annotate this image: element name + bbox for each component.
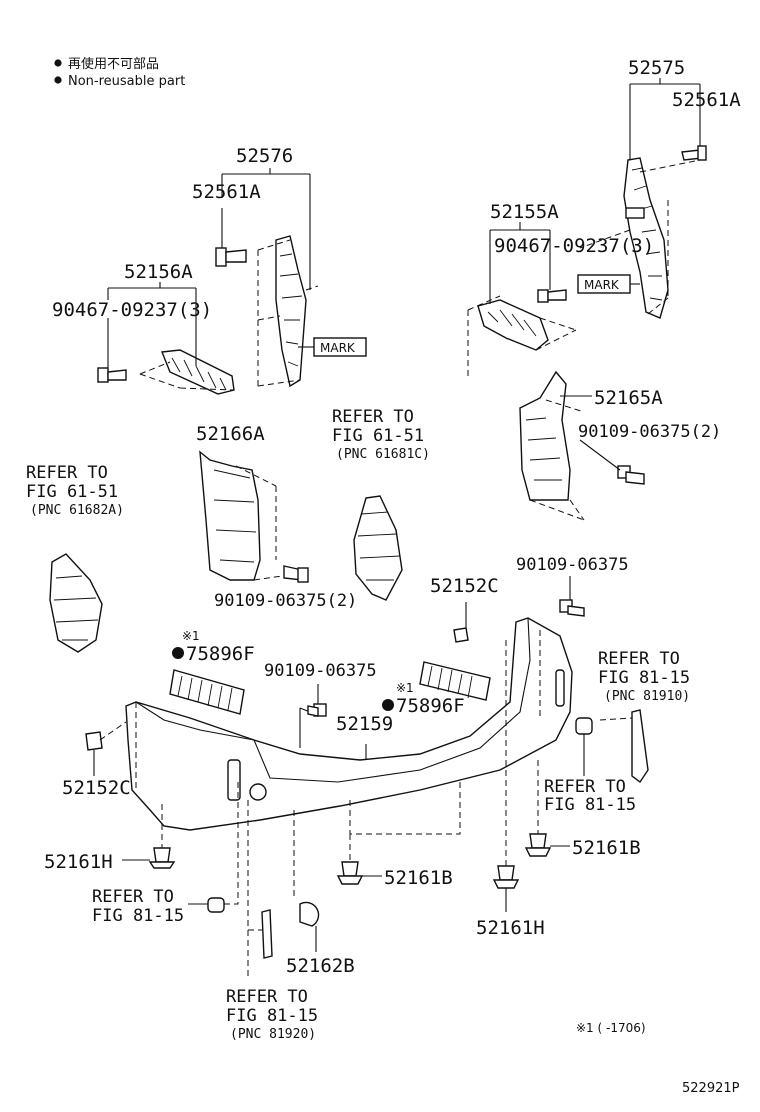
label-52156A: 52156A xyxy=(124,261,193,283)
part-ref-81920-reflector xyxy=(261,909,273,959)
diagram-code: 522921P xyxy=(682,1081,740,1096)
leader-52155A xyxy=(489,222,551,304)
label-52561A-right: 52561A xyxy=(672,89,741,111)
part-52575-retainer xyxy=(579,157,701,319)
part-75896F-left-plate xyxy=(169,669,245,715)
part-ref-61681C-side-bracket xyxy=(353,495,403,601)
leader-52156A xyxy=(107,282,197,368)
label-52162B: 52162B xyxy=(286,955,355,977)
part-52159-rear-bumper-cover xyxy=(125,617,573,831)
label-52155A: 52155A xyxy=(490,201,559,223)
ref-81910-line1: REFER TO xyxy=(598,649,680,669)
leader-52576 xyxy=(221,168,311,290)
label-52152C-left: 52152C xyxy=(62,777,131,799)
footnote: ※1 ( -1706) xyxy=(576,1021,646,1035)
ref-81-15-left-line1: REFER TO xyxy=(92,887,174,907)
bolt-90467-right-icon xyxy=(537,289,567,303)
clip-52152C-left-icon xyxy=(85,731,103,751)
ref-61682A-line1: REFER TO xyxy=(26,463,108,483)
legend: 再使用不可部品 Non-reusable part xyxy=(54,56,185,89)
label-90467-right: 90467-09237(3) xyxy=(494,235,654,257)
non-reusable-dot-icon xyxy=(172,647,184,659)
bolt-90109-right-small-icon xyxy=(559,599,585,617)
bolt-90109-center-small-icon xyxy=(307,703,327,717)
label-75896F-left: 75896F xyxy=(186,643,255,665)
label-52161H-left: 52161H xyxy=(44,851,113,873)
bolt-90467-left-icon xyxy=(97,367,127,383)
cap-52162B-icon xyxy=(299,901,320,927)
leader-52575 xyxy=(629,78,701,160)
non-reusable-dot-icon xyxy=(54,76,62,84)
part-75896F-right-plate xyxy=(419,661,491,701)
label-90109-right: 90109-06375 xyxy=(516,555,629,575)
ref-61681C-line2: FIG 61-51 xyxy=(332,426,424,446)
label-52561A-left: 52561A xyxy=(192,181,261,203)
clip-52152C-center-icon xyxy=(453,627,469,643)
ref-61682A-line3: (PNC 61682A) xyxy=(30,503,124,518)
leader-52165A xyxy=(560,395,621,471)
part-ref-61682A-side-bracket xyxy=(49,553,103,653)
ref-81-15-right-line2: FIG 81-15 xyxy=(544,795,636,815)
bolt-52561A-right-icon xyxy=(681,145,707,161)
part-52165A-side-retainer xyxy=(519,370,585,521)
legend-non-reusable-en: Non-reusable part xyxy=(68,74,185,89)
clip-52161B-center-icon xyxy=(336,861,364,885)
ref-81910-line3: (PNC 81910) xyxy=(604,689,690,704)
clip-52161H-bottom-icon xyxy=(492,865,520,889)
part-52166A-side-piece xyxy=(199,450,297,581)
label-90109-center: 90109-06375 xyxy=(264,661,377,681)
ref-61682A-line2: FIG 61-51 xyxy=(26,482,118,502)
ref-81920-line2: FIG 81-15 xyxy=(226,1006,318,1026)
ref-81920-line1: REFER TO xyxy=(226,987,308,1007)
label-75896F-right: 75896F xyxy=(396,695,465,717)
legend-non-reusable-jp: 再使用不可部品 xyxy=(68,56,159,72)
bolt-90109-right-icon xyxy=(617,465,645,485)
bolt-52561A-left-icon xyxy=(215,247,247,267)
label-52165A: 52165A xyxy=(594,387,663,409)
label-52166A: 52166A xyxy=(196,423,265,445)
clip-52161H-left-icon xyxy=(148,847,176,869)
socket-right-icon xyxy=(575,717,593,735)
non-reusable-dot-icon xyxy=(382,699,394,711)
label-52159: 52159 xyxy=(336,713,393,735)
clip-52161B-right-icon xyxy=(524,833,552,857)
non-reusable-dot-icon xyxy=(54,59,62,67)
ref-61681C-line3: (PNC 61681C) xyxy=(336,447,430,462)
label-mark-left: MARK xyxy=(320,341,356,355)
label-52152C-center: 52152C xyxy=(430,575,499,597)
label-52576: 52576 xyxy=(236,145,293,167)
part-52156A-bracket xyxy=(139,349,235,395)
label-52161B-center: 52161B xyxy=(384,867,453,889)
ref-81-15-left-line2: FIG 81-15 xyxy=(92,906,184,926)
label-52575: 52575 xyxy=(628,57,685,79)
note-mark-right: ※1 xyxy=(396,681,414,695)
ref-81920-line3: (PNC 81920) xyxy=(230,1027,316,1042)
label-mark-right: MARK xyxy=(584,278,620,292)
ref-61681C-line1: REFER TO xyxy=(332,407,414,427)
note-mark-left: ※1 xyxy=(182,629,200,643)
part-52576-retainer xyxy=(257,235,319,388)
bolt-90109-center-icon xyxy=(283,565,309,583)
label-90467-left: 90467-09237(3) xyxy=(52,299,212,321)
ref-81910-line2: FIG 81-15 xyxy=(598,668,690,688)
part-52155A-bracket xyxy=(467,295,577,380)
part-ref-81910-reflector xyxy=(631,709,649,784)
label-90109-2-center: 90109-06375(2) xyxy=(214,591,357,611)
label-52161B-right: 52161B xyxy=(572,837,641,859)
socket-left-icon xyxy=(207,897,225,913)
label-90109-2-right: 90109-06375(2) xyxy=(578,422,721,442)
label-52161H-bottom: 52161H xyxy=(476,917,545,939)
ref-81-15-right-line1: REFER TO xyxy=(544,777,626,797)
